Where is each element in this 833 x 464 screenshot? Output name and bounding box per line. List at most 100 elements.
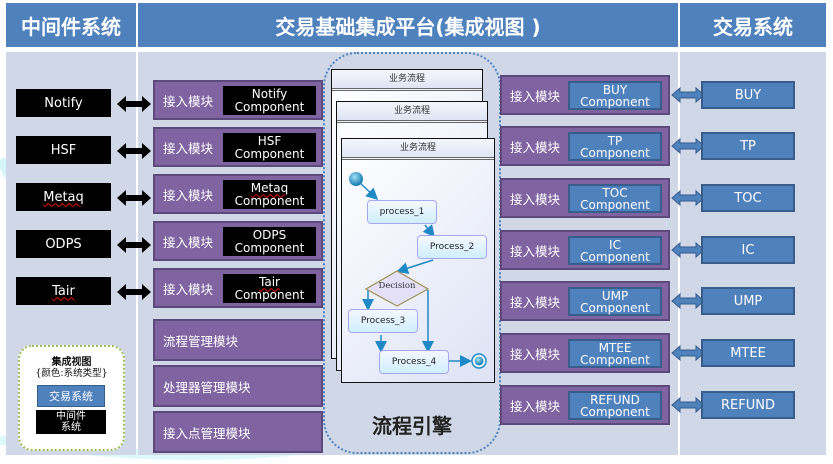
module-label: 接入模块: [163, 140, 214, 156]
access-module-hsf[interactable]: 接入模块 HSF Component: [153, 127, 323, 167]
component-name: REFUND: [590, 392, 640, 407]
component-name: IC: [609, 237, 621, 252]
component-suffix: Component: [580, 94, 650, 109]
component-suffix: Component: [234, 99, 305, 114]
component-name: MTEE: [598, 340, 632, 355]
module-label: 接入模块: [510, 346, 561, 362]
workflow-connectors: [349, 172, 487, 369]
double-arrow-icon: [117, 190, 151, 206]
component-buy[interactable]: BUY Component: [568, 81, 662, 110]
double-arrow-icon: [117, 143, 151, 159]
component-suffix: Component: [580, 404, 650, 419]
middleware-metaq[interactable]: Metaq: [16, 183, 111, 211]
process-node-4[interactable]: Process_4: [379, 350, 449, 374]
access-module-mtee[interactable]: 接入模块 MTEE Component: [500, 333, 670, 373]
component-tair[interactable]: Tair Component: [223, 274, 316, 303]
module-label: 接入模块: [163, 93, 214, 109]
workflow-window-title: 业务流程: [332, 70, 482, 91]
component-hsf[interactable]: HSF Component: [223, 133, 316, 162]
double-arrow-icon: [671, 344, 705, 362]
middleware-odps[interactable]: ODPS: [16, 230, 111, 258]
decision-node[interactable]: Decision: [378, 281, 416, 291]
access-module-ic[interactable]: 接入模块 IC Component: [500, 230, 670, 270]
component-metaq[interactable]: Metaq Component: [223, 180, 316, 209]
component-ic[interactable]: IC Component: [568, 236, 662, 265]
access-module-tp[interactable]: 接入模块 TP Component: [500, 126, 670, 166]
double-arrow-icon: [671, 292, 705, 310]
component-ump[interactable]: UMP Component: [568, 287, 662, 316]
double-arrow-icon: [671, 86, 705, 104]
double-arrow-icon: [671, 241, 705, 259]
component-name: BUY: [602, 82, 628, 97]
trade-system-ump[interactable]: UMP: [701, 287, 795, 315]
module-label: 接入模块: [163, 187, 214, 203]
process-node-3[interactable]: Process_3: [348, 309, 418, 333]
component-odps[interactable]: ODPS Component: [223, 227, 316, 256]
handler-management-module[interactable]: 处理器管理模块: [153, 365, 323, 407]
component-name: TOC: [602, 185, 628, 200]
component-name: Tair: [259, 274, 280, 289]
component-name: ODPS: [252, 227, 287, 242]
legend-middleware-swatch: 中间件 系统: [36, 410, 106, 434]
access-module-buy[interactable]: 接入模块 BUY Component: [500, 75, 670, 115]
module-label: 接入模块: [510, 398, 561, 414]
process-node-1[interactable]: process_1: [367, 200, 437, 224]
middleware-notify[interactable]: Notify: [16, 89, 111, 117]
double-arrow-icon: [671, 396, 705, 414]
module-label: 接入模块: [510, 139, 561, 155]
trade-system-toc[interactable]: TOC: [701, 184, 795, 212]
legend-subtitle: {颜色:系统类型}: [35, 368, 108, 379]
component-suffix: Component: [234, 240, 305, 255]
trade-system-ic[interactable]: IC: [701, 236, 795, 264]
access-module-odps[interactable]: 接入模块 ODPS Component: [153, 221, 323, 261]
component-suffix: Component: [580, 352, 650, 367]
legend-middleware-line1: 中间件: [56, 411, 86, 422]
legend-trade-swatch: 交易系统: [37, 385, 105, 407]
process-node-2[interactable]: Process_2: [417, 235, 487, 259]
trade-system-refund[interactable]: REFUND: [701, 391, 795, 419]
component-name: TP: [607, 133, 623, 148]
access-module-notify[interactable]: 接入模块 Notify Component: [153, 80, 323, 120]
access-module-toc[interactable]: 接入模块 TOC Component: [500, 178, 670, 218]
header-trade: 交易系统: [680, 3, 826, 47]
module-label: 接入模块: [163, 281, 214, 297]
component-refund[interactable]: REFUND Component: [568, 391, 662, 420]
module-label: 接入模块: [163, 234, 214, 250]
component-toc[interactable]: TOC Component: [568, 184, 662, 213]
access-point-management-module[interactable]: 接入点管理模块: [153, 411, 323, 453]
component-suffix: Component: [234, 146, 305, 161]
middleware-hsf[interactable]: HSF: [16, 136, 111, 164]
access-module-tair[interactable]: 接入模块 Tair Component: [153, 268, 323, 308]
access-module-metaq[interactable]: 接入模块 Metaq Component: [153, 174, 323, 214]
component-name: Metaq: [250, 180, 289, 195]
middleware-tair[interactable]: Tair: [16, 277, 111, 305]
component-name: UMP: [601, 288, 629, 303]
component-suffix: Component: [580, 300, 650, 315]
component-mtee[interactable]: MTEE Component: [568, 339, 662, 368]
legend-middleware-line2: 系统: [61, 422, 81, 433]
trade-system-mtee[interactable]: MTEE: [701, 339, 795, 367]
component-notify[interactable]: Notify Component: [223, 86, 316, 115]
trade-system-tp[interactable]: TP: [701, 132, 795, 160]
component-suffix: Component: [580, 145, 650, 160]
start-node-icon: [349, 172, 363, 186]
module-label: 接入模块: [510, 88, 561, 104]
component-suffix: Component: [234, 287, 305, 302]
double-arrow-icon: [117, 96, 151, 112]
access-module-refund[interactable]: 接入模块 REFUND Component: [500, 385, 670, 425]
workflow-window-front[interactable]: 业务流程: [341, 138, 495, 383]
trade-system-buy[interactable]: BUY: [701, 81, 795, 109]
module-label: 接入模块: [510, 191, 561, 207]
double-arrow-icon: [671, 189, 705, 207]
process-engine-label: 流程引擎: [372, 414, 452, 438]
component-name: Notify: [251, 86, 288, 101]
component-tp[interactable]: TP Component: [568, 132, 662, 161]
access-module-ump[interactable]: 接入模块 UMP Component: [500, 281, 670, 321]
end-node-core-icon: [474, 356, 484, 366]
workflow-window-title: 业务流程: [337, 102, 487, 123]
double-arrow-icon: [117, 237, 151, 253]
process-management-module[interactable]: 流程管理模块: [153, 319, 323, 361]
legend-title: 集成视图: [51, 357, 92, 368]
header-platform: 交易基础集成平台(集成视图 ): [138, 3, 678, 47]
decision-node-shape: [364, 270, 430, 307]
